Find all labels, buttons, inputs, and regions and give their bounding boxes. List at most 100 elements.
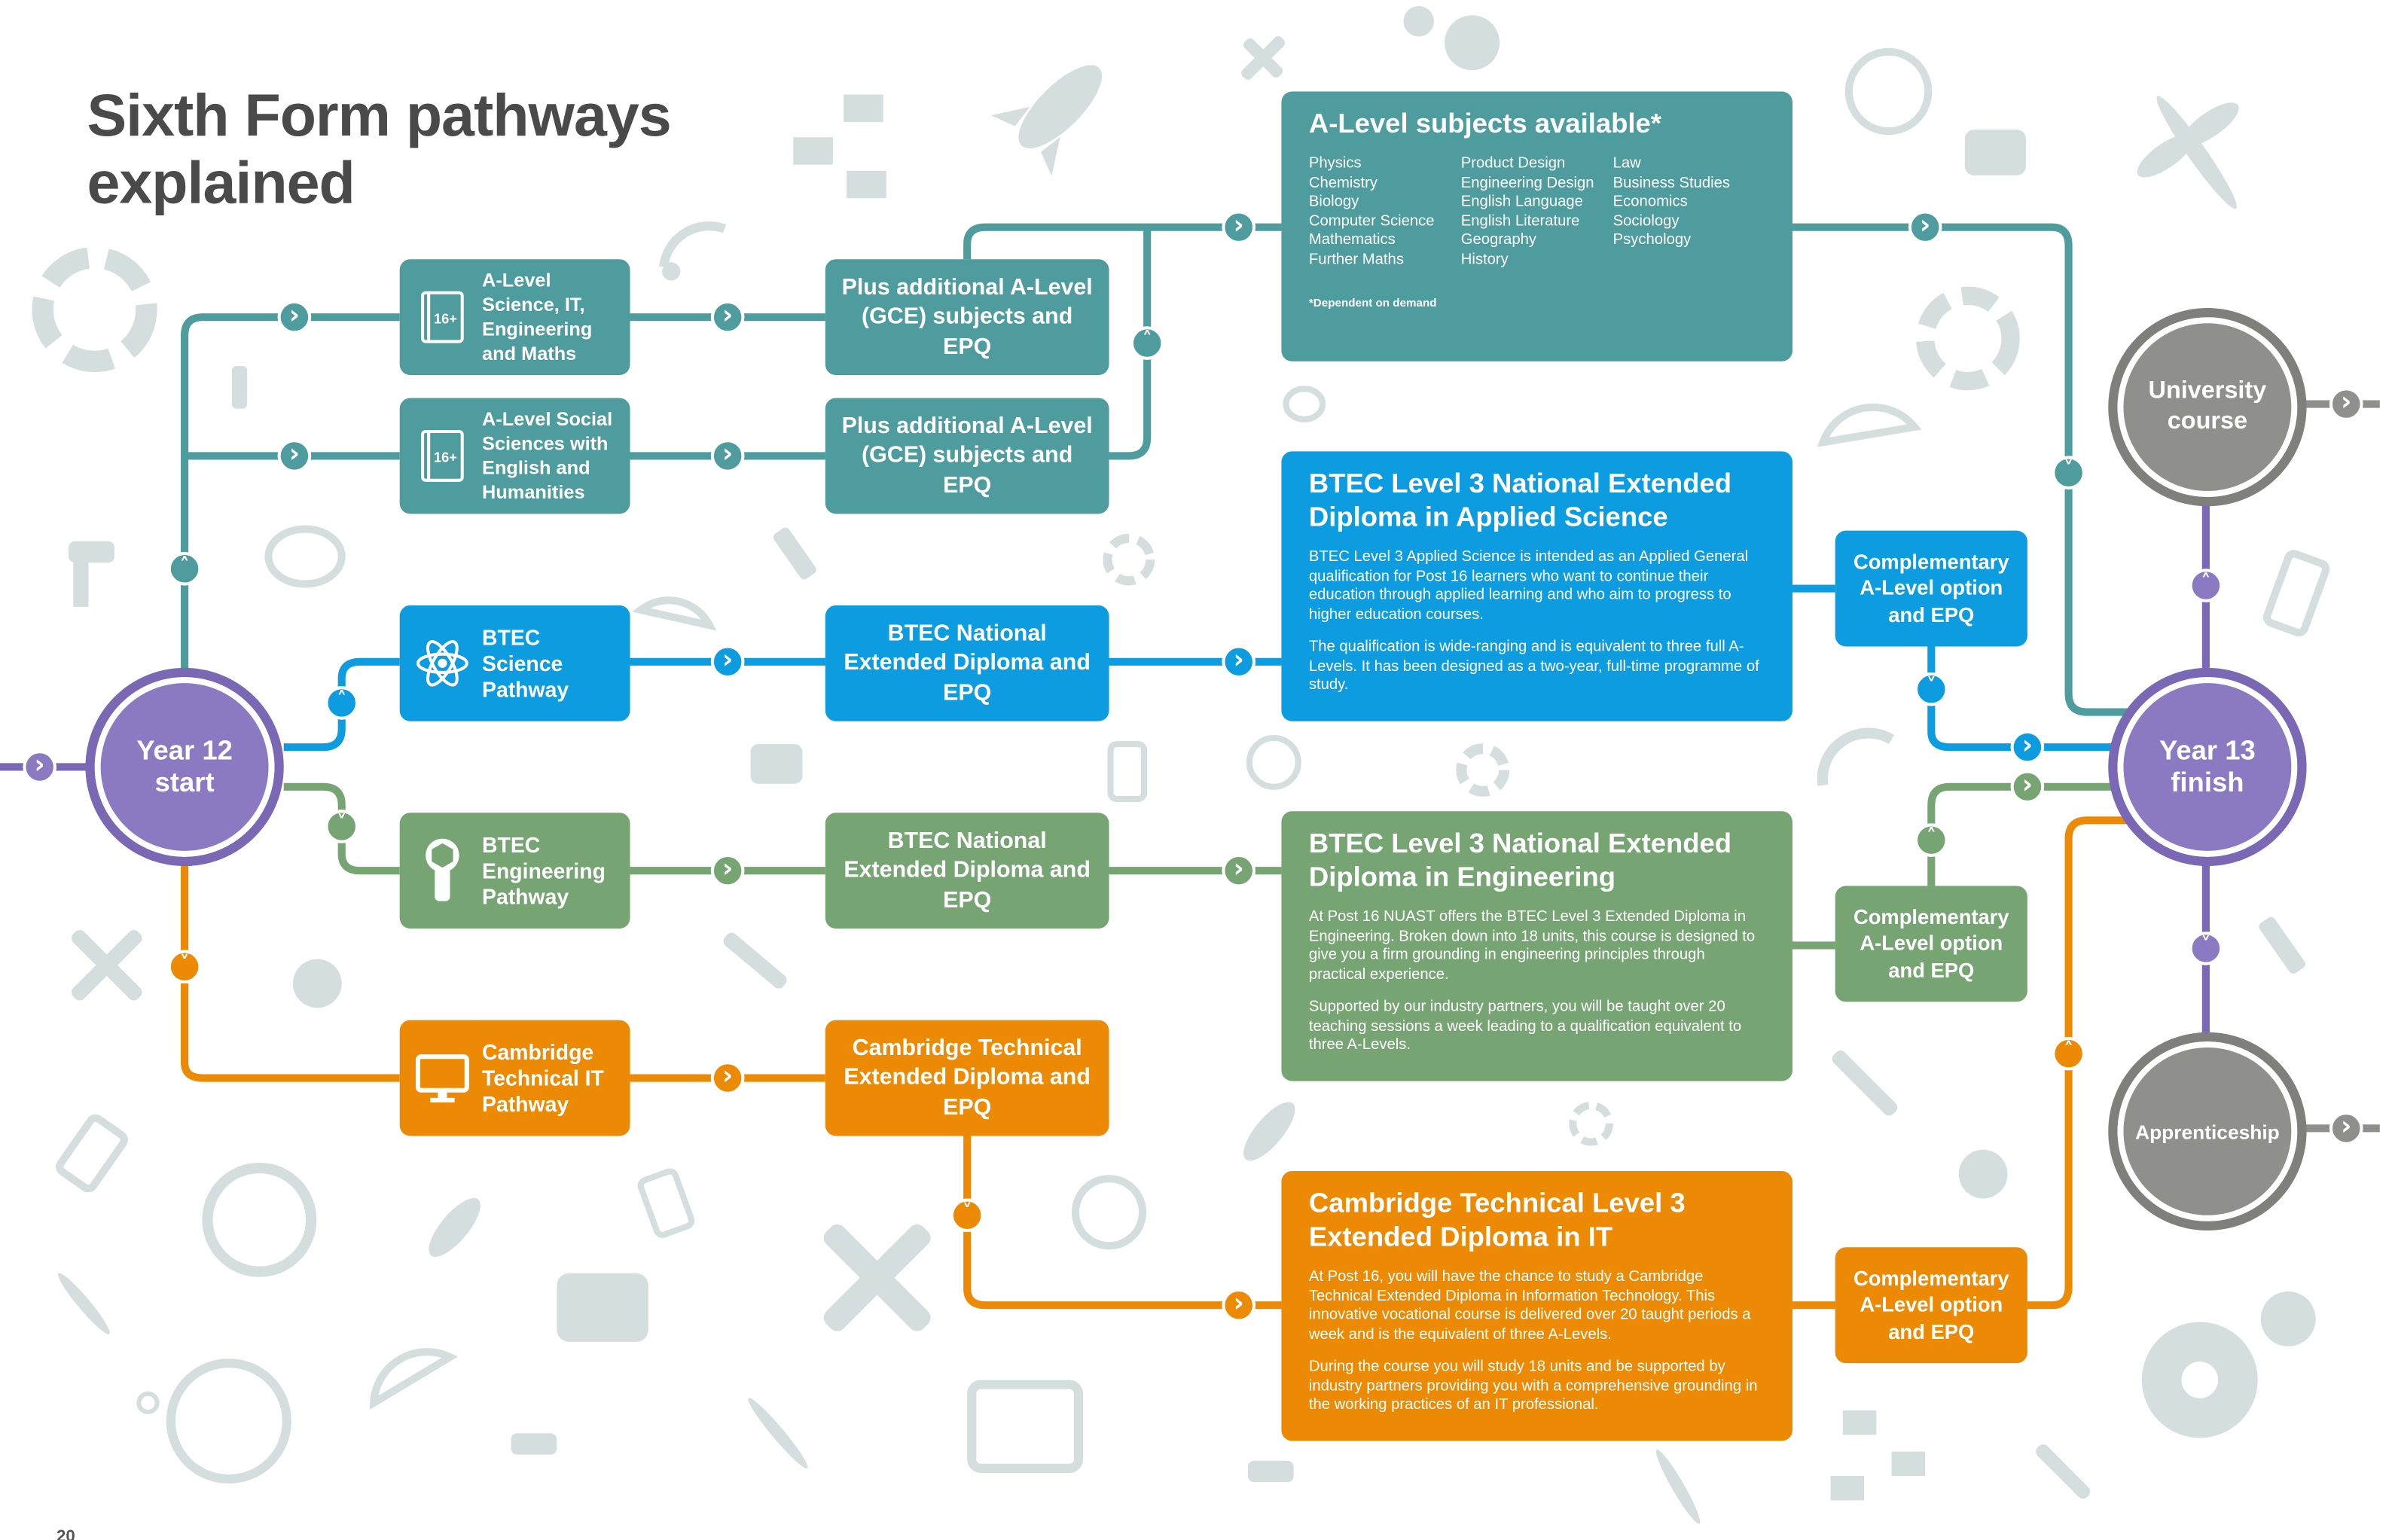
subject-item: Computer Science <box>1308 213 1435 230</box>
gear-icon <box>1403 6 1500 71</box>
wifi-icon <box>1817 727 1895 786</box>
subject-item: Chemistry <box>1308 175 1378 192</box>
arrow-down-icon: ˅ <box>2052 456 2085 489</box>
plus-alevel-box-1[interactable]: Plus additional A-Level (GCE) subjects a… <box>825 259 1109 376</box>
btec-engineering-diploma-label: BTEC National Extended Diploma and EPQ <box>844 827 1091 913</box>
fan-icon <box>1456 743 1510 797</box>
arrow-right-icon: › <box>1222 210 1255 244</box>
btec-applied-science-heading: BTEC Level 3 National Extended Diploma i… <box>1308 468 1732 532</box>
btec-science-pathway-box[interactable]: BTEC Science Pathway <box>399 605 630 721</box>
cambridge-detail-box[interactable]: Cambridge Technical Level 3 Extended Dip… <box>1281 1171 1792 1441</box>
complementary-it-box[interactable]: Complementary A-Level option and EPQ <box>1835 1247 2027 1364</box>
radiation-icon <box>32 247 157 373</box>
plus-alevel-box-2[interactable]: Plus additional A-Level (GCE) subjects a… <box>825 398 1109 514</box>
network-icon <box>793 94 886 199</box>
complementary-science-box[interactable]: Complementary A-Level option and EPQ <box>1835 530 2027 647</box>
molecule-icon <box>202 734 2008 1277</box>
btec-engineering-detail-box[interactable]: BTEC Level 3 National Extended Diploma i… <box>1281 811 1792 1081</box>
gear-icon <box>2141 1291 2316 1438</box>
start-label-2: start <box>154 767 215 797</box>
microscope-icon <box>231 365 248 409</box>
complementary-it-label: Complementary A-Level option and EPQ <box>1853 1267 2009 1343</box>
arrow-right-icon: › <box>2010 770 2045 804</box>
btec-engineering-p1: At Post 16 NUAST offers the BTEC Level 3… <box>1308 908 1756 983</box>
complementary-science-label: Complementary A-Level option and EPQ <box>1853 550 2009 627</box>
arrow-up-icon: ˄ <box>325 686 358 720</box>
demand-note: *Dependent on demand <box>1308 294 1437 310</box>
protractor-icon <box>369 403 1922 1410</box>
subject-item: Law <box>1612 155 1641 172</box>
arrow-right-icon: › <box>1222 645 1255 679</box>
fan-icon <box>1916 286 2020 391</box>
btec-engineering-pathway-box[interactable]: BTEC Engineering Pathway <box>399 813 630 929</box>
alevel-science-pathway-box[interactable]: 16+ A-Level Science, IT, Engineering and… <box>399 259 630 376</box>
battery-icon <box>56 550 2330 1238</box>
arrow-right-icon: › <box>710 1061 745 1095</box>
arrow-right-icon: › <box>2329 1112 2363 1145</box>
arrow-down-icon: ˅ <box>167 950 202 983</box>
alevel-subjects-heading: A-Level subjects available* <box>1308 108 1661 139</box>
tablet-icon <box>967 1380 1084 1473</box>
apprenticeship-node[interactable]: Apprenticeship <box>2108 1032 2307 1231</box>
btec-science-diploma-box[interactable]: BTEC National Extended Diploma and EPQ <box>825 605 1109 721</box>
alevel-social-pathway-box[interactable]: 16+ A-Level Social Sciences with English… <box>399 398 630 514</box>
rocket-icon <box>1243 1102 1295 1161</box>
complementary-engineering-label: Complementary A-Level option and EPQ <box>1853 905 2009 982</box>
plus-alevel-label-2: Plus additional A-Level (GCE) subjects a… <box>841 413 1093 499</box>
subject-item: Mathematics <box>1308 232 1396 249</box>
finish-label-1: Year 13 <box>2159 734 2256 766</box>
subject-item: Business Studies <box>1612 175 1731 192</box>
arrow-right-icon: › <box>23 750 56 784</box>
subject-item: Geography <box>1460 232 1536 249</box>
wrench-icon <box>72 929 2091 1499</box>
teal-line-start <box>181 313 400 671</box>
arrow-up-icon: ˄ <box>2189 569 2223 602</box>
university-course-node[interactable]: University course <box>2108 308 2307 507</box>
apprenticeship-label: Apprenticeship <box>2135 1120 2280 1143</box>
subject-item: Biology <box>1308 194 1359 211</box>
spanner-icon <box>415 838 470 901</box>
university-label-1: University <box>2148 378 2267 404</box>
subject-item: Further Maths <box>1308 252 1404 269</box>
arrow-down-icon: ˅ <box>950 1198 984 1233</box>
cambridge-p1: At Post 16, you will have the chance to … <box>1308 1268 1751 1343</box>
subject-item: English Language <box>1460 194 1583 211</box>
cambridge-diploma-box[interactable]: Cambridge Technical Extended Diploma and… <box>825 1020 1109 1136</box>
btec-engineering-heading: BTEC Level 3 National Extended Diploma i… <box>1308 828 1732 892</box>
btec-applied-science-p1: BTEC Level 3 Applied Science is intended… <box>1308 548 1749 624</box>
subject-item: Product Design <box>1460 155 1566 172</box>
arrow-down-icon: ˅ <box>325 810 358 843</box>
arrow-right-icon: › <box>710 300 745 334</box>
engine-icon <box>1964 130 2026 175</box>
btec-engineering-diploma-box[interactable]: BTEC National Extended Diploma and EPQ <box>825 813 1109 929</box>
subject-item: Sociology <box>1612 213 1680 230</box>
arrow-right-icon: › <box>1908 210 1942 244</box>
cambridge-heading: Cambridge Technical Level 3 Extended Dip… <box>1308 1188 1686 1252</box>
cambridge-it-pathway-box[interactable]: Cambridge Technical IT Pathway <box>399 1020 630 1136</box>
drill-icon <box>69 541 1294 1483</box>
university-label-2: course <box>2167 408 2248 435</box>
btec-engineering-p2: Supported by our industry partners, you … <box>1308 999 1742 1054</box>
arrow-right-icon: › <box>710 439 745 473</box>
arrow-right-icon: › <box>2010 730 2045 764</box>
btec-applied-science-box[interactable]: BTEC Level 3 National Extended Diploma i… <box>1281 451 1792 721</box>
mosquito-icon <box>2137 96 2239 209</box>
subject-item: Economics <box>1612 194 1688 211</box>
engine-icon <box>557 744 803 1342</box>
subject-item: English Literature <box>1460 213 1580 230</box>
subject-item: Psychology <box>1612 232 1692 249</box>
complementary-engineering-box[interactable]: Complementary A-Level option and EPQ <box>1835 886 2027 1002</box>
wrench-icon <box>1241 35 1286 80</box>
plus-alevel-label-1: Plus additional A-Level (GCE) subjects a… <box>841 273 1093 360</box>
cambridge-p2: During the course you will study 18 unit… <box>1308 1359 1758 1413</box>
arrow-right-icon: › <box>710 853 745 888</box>
monitor-icon <box>415 1048 470 1108</box>
arrow-down-icon: ˅ <box>1915 672 1948 706</box>
page-number: 20 <box>56 1527 75 1540</box>
